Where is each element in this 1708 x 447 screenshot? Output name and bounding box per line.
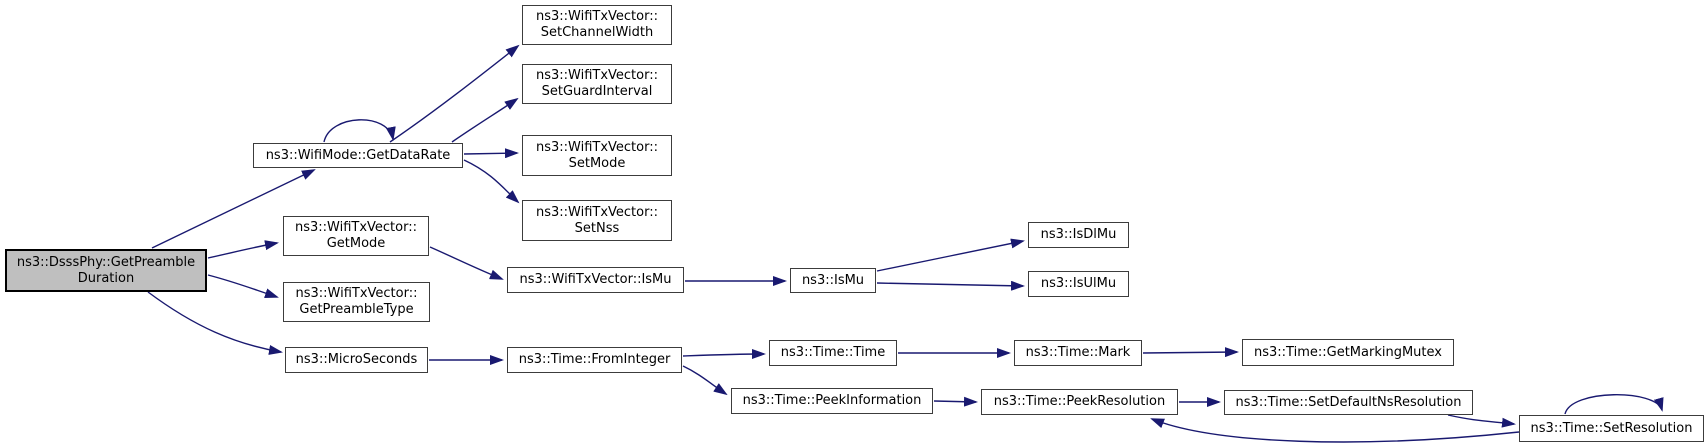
node-wifitxvector-setmode[interactable]: ns3::WifiTxVector:: SetMode [522, 135, 672, 176]
node-label: ns3::WifiTxVector:: GetMode [294, 220, 417, 251]
node-wifitxvector-setguardinterval[interactable]: ns3::WifiTxVector:: SetGuardInterval [522, 64, 672, 104]
edge-getdatarate-setnss [463, 159, 520, 204]
node-isdlmu[interactable]: ns3::IsDlMu [1028, 222, 1129, 248]
node-label: ns3::WifiTxVector:: SetMode [535, 139, 658, 171]
node-label: ns3::WifiTxVector::IsMu [519, 272, 672, 287]
node-wifitxvector-setnss[interactable]: ns3::WifiTxVector:: SetNss [522, 200, 672, 241]
node-label: ns3::WifiMode::GetDataRate [265, 147, 451, 163]
edge-frominteger-time-time [682, 349, 766, 360]
edge-ismu-isdlmu [876, 238, 1025, 272]
edge-getpreambleduration-getmode [207, 240, 279, 259]
node-wifitxvector-setchannelwidth[interactable]: ns3::WifiTxVector:: SetChannelWidth [522, 5, 672, 45]
node-label: ns3::Time::PeekInformation [742, 393, 922, 408]
node-label: ns3::Time::Time [780, 345, 886, 360]
node-wifimode-getdatarate[interactable]: ns3::WifiMode::GetDataRate [253, 143, 463, 168]
node-label: ns3::IsUlMu [1040, 276, 1117, 291]
node-label: ns3::DsssPhy::GetPreamble Duration [16, 254, 196, 286]
edge-getpreambleduration-microseconds [147, 291, 283, 355]
node-label: ns3::Time::FromInteger [518, 352, 671, 367]
node-isulmu[interactable]: ns3::IsUlMu [1028, 271, 1129, 297]
node-label: ns3::WifiTxVector:: SetNss [535, 204, 658, 236]
edge-getpreambleduration-getdatarate [151, 169, 316, 249]
edge-getdatarate-setguardinterval [451, 97, 519, 143]
node-label: ns3::Time::SetResolution [1530, 420, 1693, 436]
node-wifitxvector-ismu[interactable]: ns3::WifiTxVector::IsMu [507, 267, 684, 293]
node-label: ns3::Time::PeekResolution [993, 394, 1166, 409]
node-label: ns3::WifiTxVector:: SetChannelWidth [535, 9, 658, 40]
node-label: ns3::MicroSeconds [295, 352, 418, 367]
edge-setdefaultnsresolution-setresolution [1447, 414, 1516, 428]
node-label: ns3::IsDlMu [1040, 227, 1117, 242]
node-time-setdefaultnsresolution[interactable]: ns3::Time::SetDefaultNsResolution [1224, 390, 1473, 415]
node-ismu[interactable]: ns3::IsMu [790, 268, 876, 293]
node-dsssphy-getpreambleduration[interactable]: ns3::DsssPhy::GetPreamble Duration [5, 249, 207, 292]
node-time-frominteger[interactable]: ns3::Time::FromInteger [507, 347, 682, 373]
node-label: ns3::WifiTxVector:: SetGuardInterval [535, 68, 658, 99]
node-label: ns3::WifiTxVector:: GetPreambleType [295, 286, 418, 317]
node-label: ns3::Time::GetMarkingMutex [1254, 344, 1442, 360]
node-time-peekinformation[interactable]: ns3::Time::PeekInformation [731, 388, 933, 414]
edge-getpreambleduration-getpreambletype [207, 274, 279, 298]
edge-setresolution-self-loop [1564, 394, 1664, 415]
edge-getdatarate-setchannelwidth [389, 44, 520, 143]
edge-frominteger-peekinformation [682, 365, 728, 396]
edge-setresolution-peekresolution [1150, 418, 1520, 443]
edge-peekinformation-peekresolution [933, 396, 978, 407]
node-time-mark[interactable]: ns3::Time::Mark [1014, 340, 1142, 366]
edge-ismu-isulmu [876, 280, 1025, 291]
node-wifitxvector-getpreambletype[interactable]: ns3::WifiTxVector:: GetPreambleType [283, 282, 430, 322]
edge-getdatarate-self-loop [323, 119, 396, 143]
node-time-setresolution[interactable]: ns3::Time::SetResolution [1519, 415, 1704, 442]
edge-getdatarate-setmode [463, 148, 519, 159]
node-label: ns3::IsMu [801, 272, 865, 288]
node-wifitxvector-getmode[interactable]: ns3::WifiTxVector:: GetMode [283, 216, 429, 256]
node-time-getmarkingmutex[interactable]: ns3::Time::GetMarkingMutex [1242, 339, 1454, 366]
edge-mark-getmarkingmutex [1142, 347, 1239, 358]
node-time-peekresolution[interactable]: ns3::Time::PeekResolution [981, 389, 1178, 415]
node-microseconds[interactable]: ns3::MicroSeconds [285, 347, 428, 373]
node-time-time[interactable]: ns3::Time::Time [769, 340, 897, 366]
edge-getmode-wifitxvector-ismu [429, 246, 504, 280]
node-label: ns3::Time::SetDefaultNsResolution [1235, 394, 1462, 410]
node-label: ns3::Time::Mark [1025, 345, 1131, 360]
